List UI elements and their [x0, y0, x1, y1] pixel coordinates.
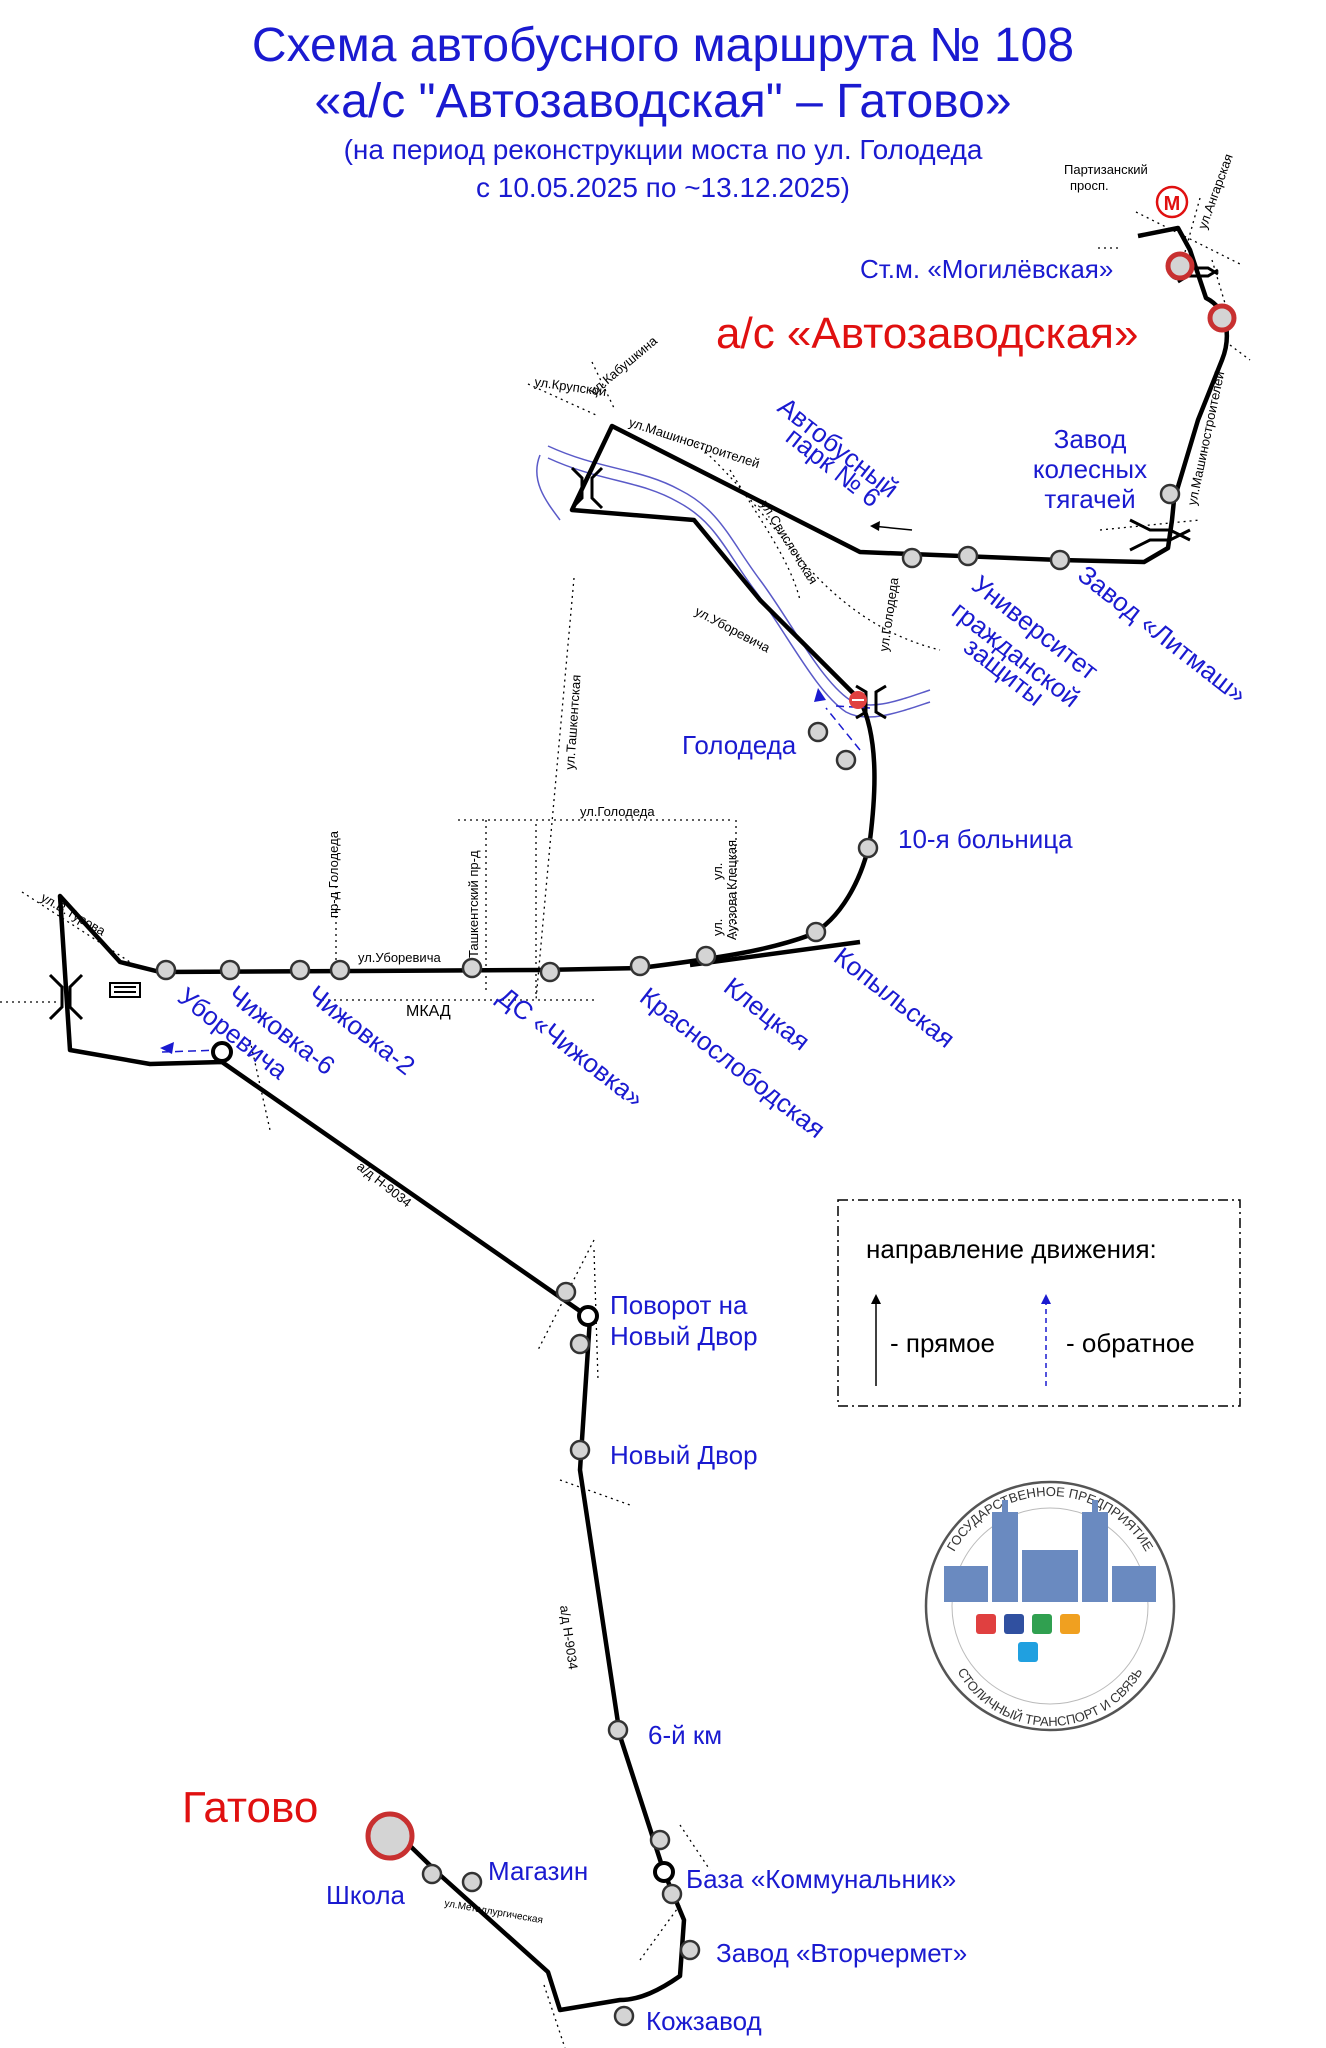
- stop-label-novy-dvor: Новый Двор: [610, 1440, 758, 1470]
- metro-letter: М: [1164, 193, 1181, 215]
- reverse-arrow-top: [814, 688, 826, 702]
- stop-label-bolnitsa: 10-я больница: [898, 824, 1073, 854]
- stop-label-kopylskaya: Копыльская: [828, 941, 960, 1054]
- legend-reverse-label: - обратное: [1066, 1328, 1195, 1358]
- stop-label-kozhzavod: Кожзавод: [646, 2006, 762, 2036]
- map-subtitle-line2: с 10.05.2025 по ~13.12.2025): [475, 172, 851, 203]
- street-label-partizansky-2: просп.: [1070, 178, 1109, 193]
- stop-marker-krasnoslobodskaya: [629, 955, 651, 977]
- stop-label-golodeda: Голодеда: [682, 730, 797, 760]
- bus-depot-icon: [109, 982, 141, 998]
- organisation-logo: ГОСУДАРСТВЕННОЕ ПРЕДПРИЯТИЕ СТОЛИЧНЫЙ ТР…: [924, 1480, 1176, 1732]
- map-title-line2: «а/с "Автозаводская" – Гатово»: [314, 75, 1012, 128]
- legend-forward-arrow: [871, 1294, 881, 1304]
- map-subtitle-line1: (на период реконструкции моста по ул. Го…: [343, 134, 983, 165]
- stop-label-chizhovka: ДС «Чижовка»: [492, 981, 650, 1113]
- stop-marker-uborevicha-stop: [219, 959, 241, 981]
- stop-marker-chizhovka: [539, 961, 561, 983]
- stop-label-povorot-1: Поворот на: [610, 1290, 748, 1320]
- stop-marker-novy-dvor: [569, 1439, 591, 1461]
- stop-label-zavod-kol-2: колесных: [1033, 454, 1147, 484]
- stop-marker-kletskaya: [695, 945, 717, 967]
- terminal-marker-gatovo: [365, 1811, 415, 1861]
- street-label-partizansky-1: Партизанский: [1064, 162, 1148, 177]
- stop-label-magazin: Магазин: [488, 1856, 588, 1886]
- stop-marker-povorot-a: [555, 1281, 577, 1303]
- junction-marker-uborevicha-junction: [211, 1041, 233, 1063]
- street-label-ad-h9034-a: а/д Н-9034: [354, 1159, 414, 1211]
- stop-marker-kommunalnik-b: [661, 1883, 683, 1905]
- street-label-kletskaya-1: ул.: [710, 863, 725, 880]
- street-label-pr-golodeda: пр-д Голодеда: [326, 830, 341, 918]
- stop-marker-chizhovka6: [289, 959, 311, 981]
- stop-marker-vtorchermet: [679, 1939, 701, 1961]
- stop-marker-zavod-kol: [1159, 483, 1181, 505]
- stop-marker-chizhovka2: [329, 959, 351, 981]
- stop-marker-shkola: [421, 1863, 443, 1885]
- terminal-marker-mogilevskaya-terminal: [1165, 251, 1195, 281]
- street-label-tashkentskaya: ул.Ташкентская: [562, 674, 584, 770]
- stop-marker-chizhovka-west: [155, 959, 177, 981]
- stop-label-kommunalnik: База «Коммунальник»: [686, 1864, 956, 1894]
- terminal-start-label: а/с «Автозаводская»: [716, 309, 1138, 358]
- street-label-auezova-1: ул.: [710, 919, 725, 936]
- stop-marker-avtopark: [901, 547, 923, 569]
- street-label-kletskaya-2: Клецкая: [724, 840, 739, 890]
- forward-arrow-head: [870, 521, 880, 531]
- street-label-tashkentsky-pr: Ташкентский пр-д: [466, 850, 481, 958]
- street-label-ad-h9034-b: а/д Н-9034: [557, 1604, 581, 1670]
- stop-label-shkola: Школа: [326, 1880, 406, 1910]
- street-label-angarskaya: ул.Ангарская: [1195, 152, 1236, 231]
- legend-forward-label: - прямое: [890, 1328, 995, 1358]
- stop-marker-km6: [607, 1719, 629, 1741]
- street-label-kabushkina: ул.Кабушкина: [586, 333, 660, 399]
- stop-marker-tashkentsky: [461, 957, 483, 979]
- stop-marker-kommunalnik-a: [649, 1829, 671, 1851]
- map-title-line1: Схема автобусного маршрута № 108: [251, 19, 1075, 72]
- stop-label-povorot-2: Новый Двор: [610, 1321, 758, 1351]
- terminal-marker-autozavodskaya: [1207, 303, 1237, 333]
- junction-marker-kommunalnik-junction: [653, 1861, 675, 1883]
- street-label-auezova-2: Ауэзова: [724, 891, 739, 940]
- terminal-end-label: Гатово: [182, 1783, 318, 1832]
- stop-marker-kopylskaya: [805, 921, 827, 943]
- street-label-golodeda-horiz: ул.Голодеда: [580, 804, 655, 819]
- stop-marker-kozhzavod: [613, 2005, 635, 2027]
- legend-title: направление движения:: [866, 1234, 1157, 1264]
- junction-marker-povorot-junction: [577, 1305, 599, 1327]
- stop-label-litmash: Завод «Литмаш»: [1072, 559, 1252, 709]
- stop-label-vtorchermet: Завод «Вторчермет»: [716, 1938, 967, 1968]
- logo-buildings: [944, 1500, 1156, 1602]
- stop-marker-litmash: [1049, 549, 1071, 571]
- stop-label-zavod-kol-1: Завод: [1054, 424, 1127, 454]
- reverse-arrow-left: [160, 1042, 174, 1054]
- street-label-uborevicha-horiz: ул.Уборевича: [358, 950, 441, 965]
- street-label-v-turova: ул.В.Турова: [39, 890, 109, 939]
- legend-reverse-arrow: [1041, 1294, 1051, 1304]
- stop-marker-univ: [957, 545, 979, 567]
- legend-box: направление движения: - прямое - обратно…: [837, 1199, 1241, 1407]
- stop-marker-bolnitsa: [857, 837, 879, 859]
- stop-label-zavod-kol-3: тягачей: [1044, 484, 1135, 514]
- stop-marker-povorot-b: [569, 1333, 591, 1355]
- stop-label-mogilevskaya: Ст.м. «Могилёвская»: [860, 254, 1113, 284]
- logo-transport-icons: [976, 1614, 1080, 1662]
- stop-marker-golodeda-2: [835, 749, 857, 771]
- stop-marker-magazin: [461, 1871, 483, 1893]
- stops-layer: [155, 251, 1237, 2027]
- street-label-svislochskaya: ул.Свислочская: [757, 498, 820, 587]
- street-label-mkad: МКАД: [406, 1003, 451, 1020]
- street-label-uborevicha-diag: ул.Уборевича: [693, 603, 774, 655]
- street-label-golodeda-vert: ул.Голодеда: [876, 576, 901, 653]
- metro-icon: [1155, 185, 1189, 219]
- stop-label-km6: 6-й км: [648, 1720, 722, 1750]
- stop-marker-golodeda: [807, 721, 829, 743]
